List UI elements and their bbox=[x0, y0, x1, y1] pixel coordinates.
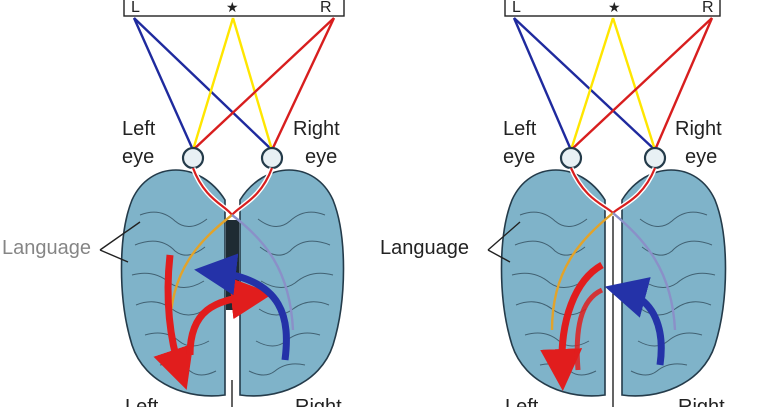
left-eye-label-2: eye bbox=[503, 146, 535, 168]
bottom-left-label: Left bbox=[125, 396, 159, 407]
light-rays bbox=[132, 17, 336, 151]
left-hemisphere bbox=[500, 169, 606, 397]
language-label: Language bbox=[380, 237, 469, 259]
red-arrow-inner bbox=[574, 287, 604, 371]
screen-star: ★ bbox=[608, 0, 621, 15]
bottom-left-label: Left bbox=[505, 396, 539, 407]
blue-arrow-right bbox=[604, 277, 665, 366]
blue-arrow-cross bbox=[194, 253, 290, 361]
screen-box bbox=[123, 0, 345, 17]
screen-box bbox=[504, 0, 721, 17]
left-eye-label-2: eye bbox=[122, 146, 154, 168]
screen-right-label: R bbox=[320, 0, 332, 16]
panel-intact: L ★ R Left eye Right eye bbox=[2, 0, 345, 407]
light-rays bbox=[512, 17, 714, 151]
language-label: Language bbox=[2, 237, 91, 259]
red-arrow-left bbox=[540, 261, 604, 391]
bottom-right-label: Right bbox=[678, 396, 725, 407]
right-eye-label-1: Right bbox=[675, 118, 722, 140]
right-eye-label-2: eye bbox=[685, 146, 717, 168]
brain bbox=[120, 169, 345, 397]
right-eye-label-2: eye bbox=[305, 146, 337, 168]
brain bbox=[500, 169, 727, 407]
right-eye-label-1: Right bbox=[293, 118, 340, 140]
screen-left-label: L bbox=[131, 0, 140, 16]
language-pointer bbox=[99, 221, 141, 263]
left-eye-label-1: Left bbox=[122, 118, 156, 140]
screen-star: ★ bbox=[226, 0, 239, 15]
red-arrow-cross bbox=[186, 277, 273, 356]
right-hemisphere bbox=[621, 169, 727, 397]
right-hemisphere bbox=[239, 169, 345, 397]
panel-split: L ★ R Left eye Right eye bbox=[380, 0, 727, 407]
left-hemisphere bbox=[120, 169, 226, 397]
red-arrow-left bbox=[153, 254, 194, 390]
left-eye-label-1: Left bbox=[503, 118, 537, 140]
screen-left-label: L bbox=[512, 0, 521, 16]
language-pointer bbox=[487, 221, 521, 263]
screen-right-label: R bbox=[702, 0, 714, 16]
bottom-right-label: Right bbox=[295, 396, 342, 407]
optic-pathways bbox=[550, 146, 677, 331]
